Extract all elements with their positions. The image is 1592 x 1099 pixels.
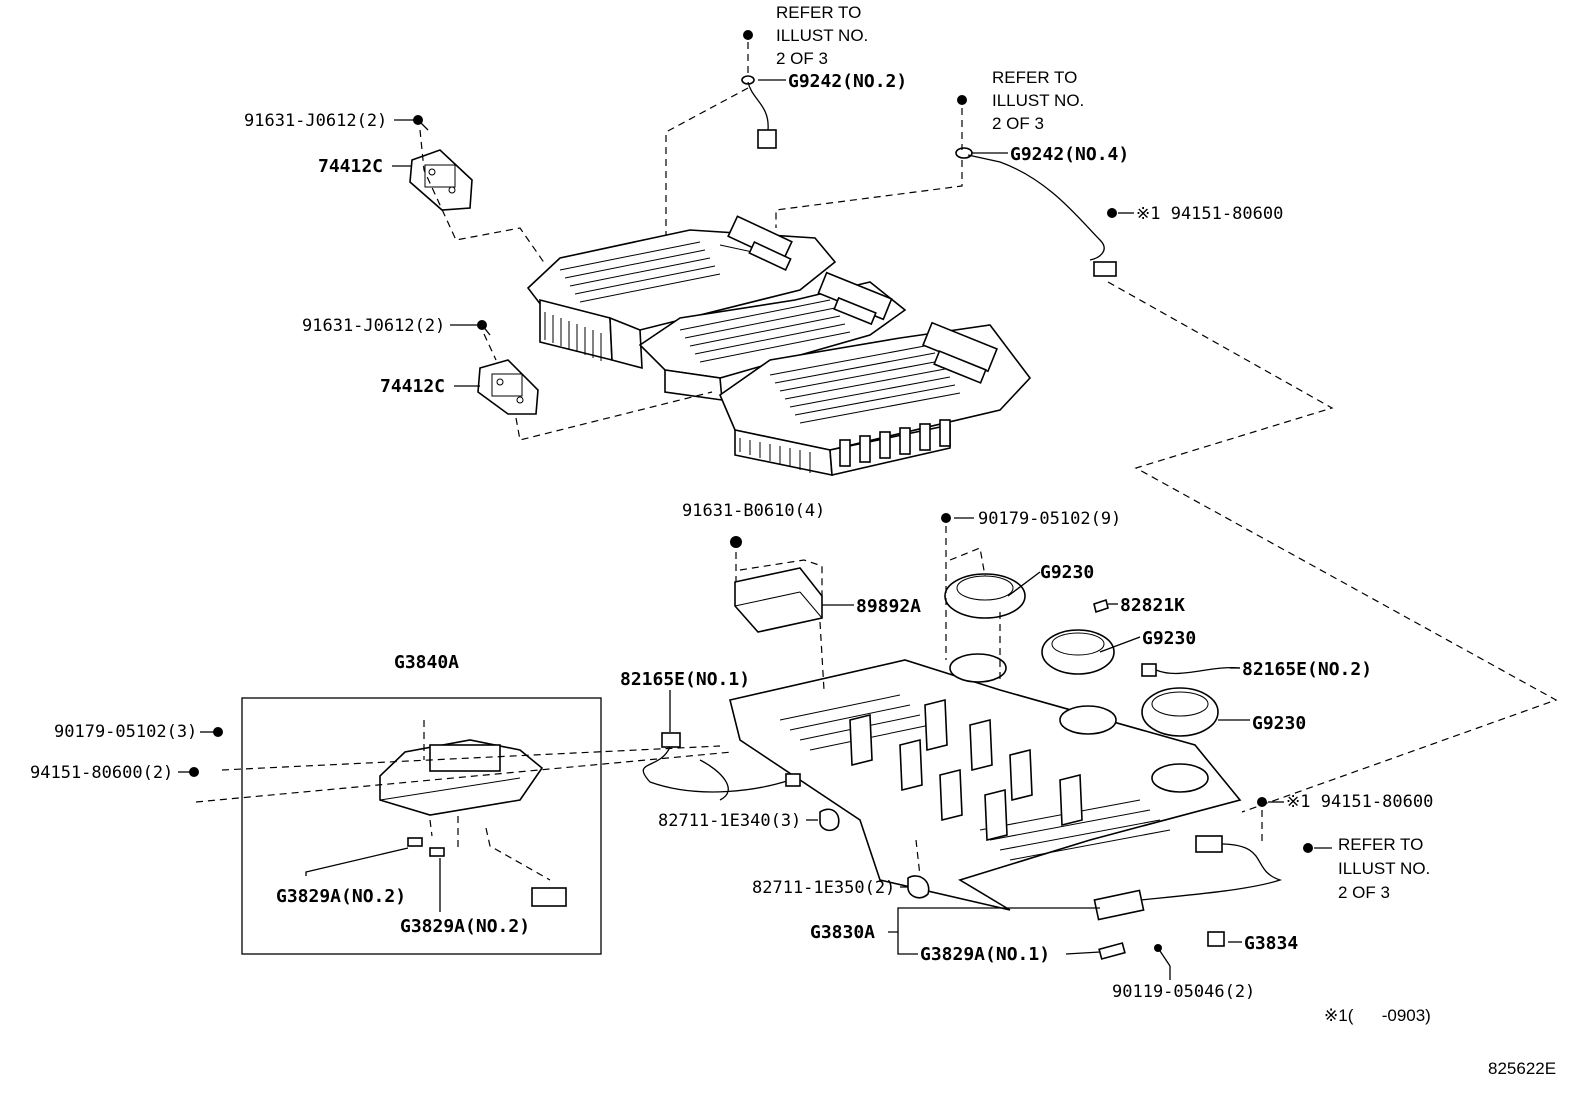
footnote: ※1( -0903) (1324, 1006, 1431, 1025)
label-g9230-a: G9230 (1040, 562, 1094, 583)
refer-top-line2: ILLUST NO. (776, 26, 868, 45)
label-91631-b0610: 91631-B0610(4) (682, 501, 825, 521)
label-82165e-no1: 82165E(NO.1) (620, 669, 750, 690)
relay-small-icon (531, 887, 567, 907)
refer-right-line2: ILLUST NO. (992, 91, 1084, 110)
label-94151-80600-right: ※1 94151-80600 (1286, 792, 1433, 812)
dashed-guide-lines (195, 42, 1558, 881)
label-g9230-c: G9230 (1252, 713, 1306, 734)
refer-top-line3: 2 OF 3 (776, 49, 828, 68)
label-g3830a: G3830A (810, 922, 875, 943)
refer-bottom-line1: REFER TO (1338, 835, 1423, 854)
label-g3834: G3834 (1244, 933, 1298, 954)
label-g9242-no4: G9242(NO.4) (1010, 144, 1129, 165)
label-90179-05102-9: 90179-05102(9) (978, 509, 1121, 529)
harness-g3830a (1093, 835, 1283, 921)
callout-refer-right: REFER TO ILLUST NO. 2 OF 3 (992, 68, 1084, 133)
callout-refer-top: REFER TO ILLUST NO. 2 OF 3 (776, 3, 868, 68)
label-74412c-b: 74412C (380, 376, 445, 397)
connector-g3834 (1207, 931, 1225, 947)
illustration-id: 825622E (1488, 1059, 1556, 1078)
label-g9242-no2: G9242(NO.2) (788, 71, 907, 92)
refer-top-line1: REFER TO (776, 3, 861, 22)
fan-g9230-b (1041, 629, 1115, 675)
label-g3840a: G3840A (394, 652, 459, 673)
label-82821k-icon (1093, 598, 1109, 614)
sensor-g3829a-no1 (1098, 942, 1126, 960)
bracket-74412c-lower (477, 359, 539, 415)
label-82821k: 82821K (1120, 595, 1185, 616)
label-g3829a-no2-b: G3829A(NO.2) (400, 916, 530, 937)
battery-tray-illustration (729, 653, 1242, 911)
refer-bottom-line3: 2 OF 3 (1338, 883, 1390, 902)
label-82165e-no2: 82165E(NO.2) (1242, 659, 1372, 680)
label-91631-j0612-b: 91631-J0612(2) (302, 316, 445, 336)
refer-bottom-line2: ILLUST NO. (1338, 859, 1430, 878)
refer-right-line1: REFER TO (992, 68, 1077, 87)
label-g9230-b: G9230 (1142, 628, 1196, 649)
leader-lines (178, 79, 1332, 980)
clamp-82711-1e350 (907, 875, 930, 899)
harness-82165e-no2 (1141, 663, 1241, 677)
refer-right-line3: 2 OF 3 (992, 114, 1044, 133)
label-82711-1e350: 82711-1E350(2) (752, 878, 895, 898)
cable-g9242-no4 (955, 147, 1117, 277)
clamp-82711-1e340 (819, 808, 840, 832)
fan-g9230-c (1141, 687, 1219, 737)
cable-g9242-no2 (741, 75, 777, 149)
battery-stack-illustration (526, 215, 1032, 476)
inset-box-g3840a (241, 697, 602, 955)
bolt-90119-05046 (1154, 944, 1171, 967)
callout-refer-bottom: REFER TO ILLUST NO. 2 OF 3 (1338, 835, 1430, 902)
label-89892a: 89892A (856, 596, 921, 617)
sensor-g3829a-no2-icons (407, 837, 445, 857)
harness-82165e-no1 (642, 732, 801, 801)
label-90119-05046: 90119-05046(2) (1112, 982, 1255, 1002)
label-94151-80600-2: 94151-80600(2) (30, 763, 173, 783)
fan-g9230-a (944, 573, 1026, 619)
label-91631-j0612-a: 91631-J0612(2) (244, 111, 387, 131)
label-82711-1e340: 82711-1E340(3) (658, 811, 801, 831)
bracket-74412c-upper (409, 149, 473, 211)
ecu-89892a (734, 567, 823, 633)
label-74412c-a: 74412C (318, 156, 383, 177)
label-g3829a-no2-a: G3829A(NO.2) (276, 886, 406, 907)
label-g3829a-no1: G3829A(NO.1) (920, 944, 1050, 965)
label-94151-80600-top: ※1 94151-80600 (1136, 204, 1283, 224)
label-90179-05102-3: 90179-05102(3) (54, 722, 197, 742)
